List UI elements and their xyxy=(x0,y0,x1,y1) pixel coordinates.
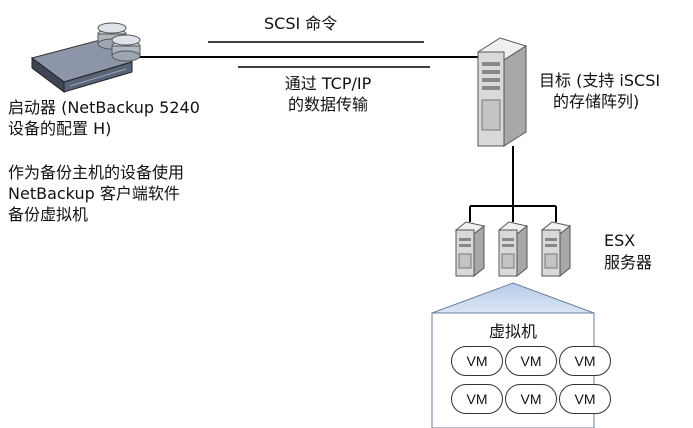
esx-server-icon xyxy=(540,221,572,278)
esx-label-line2: 服务器 xyxy=(604,253,653,272)
vm-item: VM xyxy=(451,384,503,414)
vm-item: VM xyxy=(559,384,611,414)
initiator-label-line2: 设备的配置 H) xyxy=(8,119,112,138)
initiator-label-line1: 启动器 (NetBackup 5240 xyxy=(8,98,200,117)
initiator-note-line1: 作为备份主机的设备使用 xyxy=(8,163,185,182)
target-label-line2: 的存储阵列) xyxy=(553,92,640,111)
initiator-note-line2: NetBackup 客户端软件 xyxy=(8,184,180,203)
vm-item: VM xyxy=(451,346,503,376)
data-transfer-label-line1: 通过 TCP/IP xyxy=(284,74,372,93)
esx-server-icon xyxy=(454,221,486,278)
vm-item: VM xyxy=(559,346,611,376)
initiator-note-line3: 备份虚拟机 xyxy=(8,205,89,224)
vm-item: VM xyxy=(505,384,557,414)
storage-array-icon xyxy=(476,37,528,147)
vm-group-title: 虚拟机 xyxy=(488,322,537,341)
appliance-icon xyxy=(30,22,141,93)
data-transfer-label-line2: 的数据传输 xyxy=(287,95,368,114)
target-label-line1: 目标 (支持 iSCSI xyxy=(539,71,661,90)
scsi-command-label: SCSI 命令 xyxy=(264,14,338,33)
esx-server-icon xyxy=(497,221,529,278)
esx-label-line1: ESX xyxy=(604,231,636,250)
vm-item: VM xyxy=(505,346,557,376)
